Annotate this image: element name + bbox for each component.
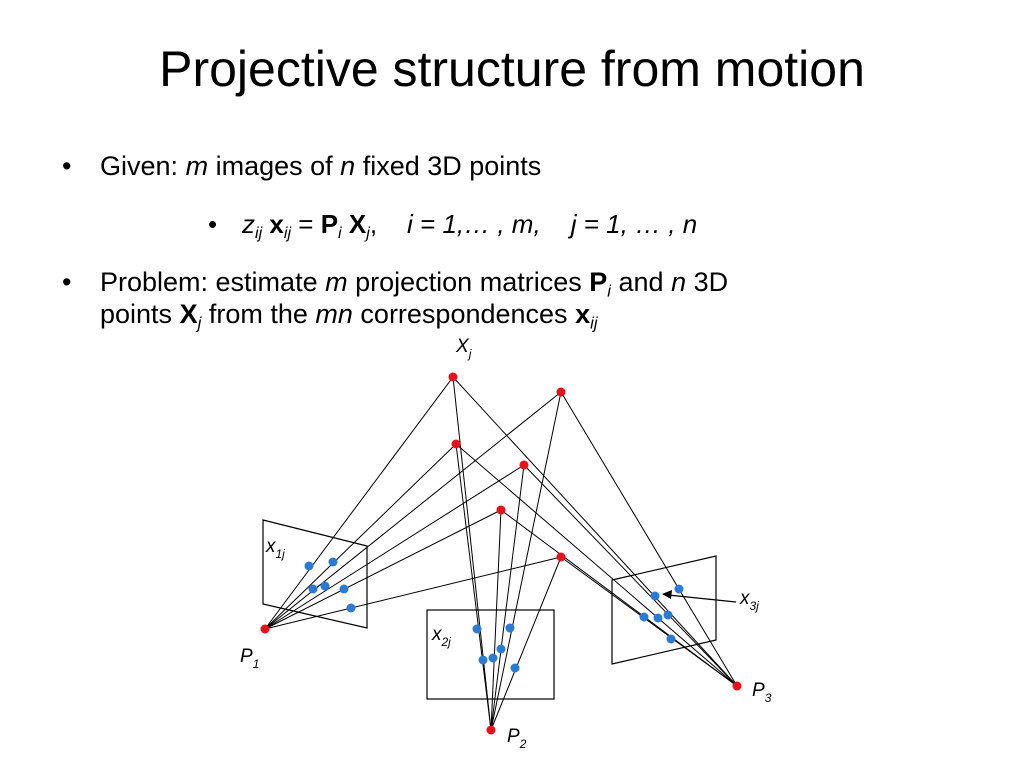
image-point-cam1 <box>346 603 356 613</box>
bullet-problem: • Problem: estimate m projection matrice… <box>62 267 729 333</box>
bullet-given: •Given: m images of n fixed 3D points <box>62 151 542 181</box>
image-points <box>304 557 684 673</box>
bullet-marker: • <box>62 267 72 297</box>
image-point-cam1 <box>308 584 318 594</box>
world-points <box>260 372 742 735</box>
projection-rays <box>264 376 738 731</box>
projection-ray <box>264 509 502 630</box>
projection-ray <box>264 376 454 630</box>
projection-ray <box>490 556 562 731</box>
projection-ray <box>264 464 525 630</box>
image-point-cam2 <box>496 644 506 654</box>
world-point <box>556 387 566 397</box>
arrow-head-icon <box>662 590 672 599</box>
projection-ray <box>455 443 492 731</box>
image-point-cam3 <box>666 634 676 644</box>
projection-ray <box>455 443 738 687</box>
image-point-cam3 <box>650 591 660 601</box>
camera-center <box>260 624 270 634</box>
label-x1j: x1j <box>265 536 285 561</box>
image-point-cam2 <box>510 663 520 673</box>
image-point-cam1 <box>320 581 330 591</box>
image-point-cam2 <box>472 624 482 634</box>
image-point-cam2 <box>488 653 498 663</box>
image-plane-2 <box>426 609 555 700</box>
bullet-marker: • <box>62 151 72 181</box>
image-plane-1 <box>262 519 368 629</box>
image-point-cam2 <box>478 655 488 665</box>
label-P1: P1 <box>240 646 259 671</box>
label-Xj: Xj <box>455 336 472 361</box>
label-x3j: x3j <box>739 588 759 613</box>
image-point-cam3 <box>653 613 663 623</box>
projection-ray <box>560 556 738 687</box>
camera-center <box>486 725 496 735</box>
world-point <box>556 552 566 562</box>
projection-ray <box>264 556 562 630</box>
label-x2j: x2j <box>431 624 451 649</box>
sub-bullet-marker: • <box>208 209 218 239</box>
image-point-cam2 <box>505 623 515 633</box>
world-point <box>496 505 506 515</box>
projection-ray <box>560 391 738 687</box>
image-point-cam3 <box>674 584 684 594</box>
image-point-cam1 <box>339 584 349 594</box>
label-P3: P3 <box>752 680 772 705</box>
camera-center <box>732 681 742 691</box>
label-arrow <box>667 594 737 603</box>
projection-ray <box>490 509 502 731</box>
world-point <box>448 372 458 382</box>
slide-title: Projective structure from motion <box>159 41 865 97</box>
projection-ray <box>490 391 562 731</box>
image-plane-3 <box>611 555 717 665</box>
projection-ray <box>264 443 457 630</box>
label-P2: P2 <box>507 726 527 751</box>
image-point-cam1 <box>304 561 314 571</box>
image-point-cam3 <box>639 612 649 622</box>
image-point-cam3 <box>663 610 673 620</box>
world-point <box>451 439 461 449</box>
projection-ray <box>452 376 492 731</box>
world-point <box>519 460 529 470</box>
projection-equation: •zij xij = Pi Xj,i = 1,… , m,j = 1, … , … <box>208 209 698 243</box>
image-point-cam1 <box>328 557 338 567</box>
projection-ray <box>523 464 738 687</box>
projection-ray <box>452 376 738 687</box>
projection-ray <box>490 464 525 731</box>
